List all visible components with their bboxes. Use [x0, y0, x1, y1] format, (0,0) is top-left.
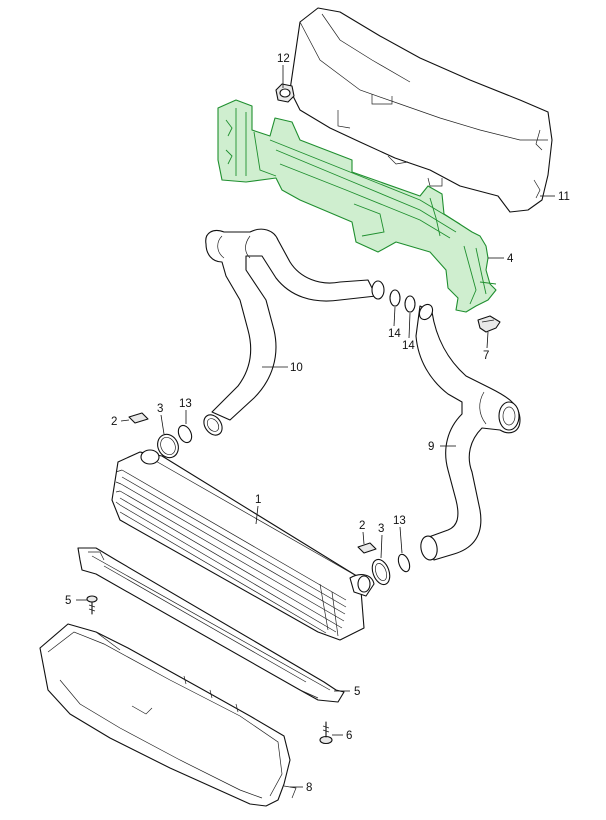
hose-10[interactable]: [200, 228, 385, 438]
pad-2-right[interactable]: [357, 542, 377, 554]
charge-air-cooler-1[interactable]: [111, 449, 375, 641]
callout-12: 12: [277, 53, 290, 65]
clip-7[interactable]: [477, 315, 501, 333]
callout-3-right: 3: [378, 523, 384, 535]
callout-8: 8: [306, 782, 312, 794]
callout-13-right: 13: [393, 515, 406, 527]
callout-6: 6: [346, 730, 352, 742]
callout-7: 7: [483, 350, 489, 362]
leader-lines: [76, 65, 555, 788]
callout-14-left: 14: [388, 328, 401, 340]
callout-1: 1: [255, 494, 261, 506]
upper-cover-panel[interactable]: [289, 7, 553, 213]
clamp-14-left[interactable]: [389, 289, 401, 307]
seal-ring-3-left[interactable]: [154, 431, 182, 461]
hose-9[interactable]: [415, 302, 521, 561]
mounting-rail-5[interactable]: [77, 547, 345, 703]
lower-air-guide-8[interactable]: [39, 623, 297, 807]
callout-labels: 12 11 4 10 14 14 7 2 3 13 9 1 2 3 13 5 5…: [65, 53, 570, 794]
clamp-13-left[interactable]: [176, 423, 194, 444]
clamp-13-right[interactable]: [396, 553, 412, 573]
clamp-14-right[interactable]: [404, 295, 416, 313]
callout-2-right: 2: [359, 520, 365, 532]
callout-5-right: 5: [354, 686, 360, 698]
pad-2-left[interactable]: [128, 412, 149, 424]
callout-10: 10: [290, 362, 303, 374]
screw-6[interactable]: [319, 721, 333, 745]
callout-2-left: 2: [111, 416, 117, 428]
callout-9: 9: [428, 441, 434, 453]
air-duct-bracket-highlighted[interactable]: [217, 99, 497, 313]
screw-5-left[interactable]: [86, 595, 98, 615]
callout-4: 4: [507, 253, 514, 265]
callout-14-right: 14: [402, 340, 415, 352]
seal-ring-3-right[interactable]: [369, 557, 393, 587]
callout-3-left: 3: [157, 403, 163, 415]
nut-12[interactable]: [275, 83, 295, 103]
callout-13-left: 13: [179, 398, 192, 410]
callout-5-left: 5: [65, 595, 71, 607]
callout-11: 11: [558, 191, 570, 203]
